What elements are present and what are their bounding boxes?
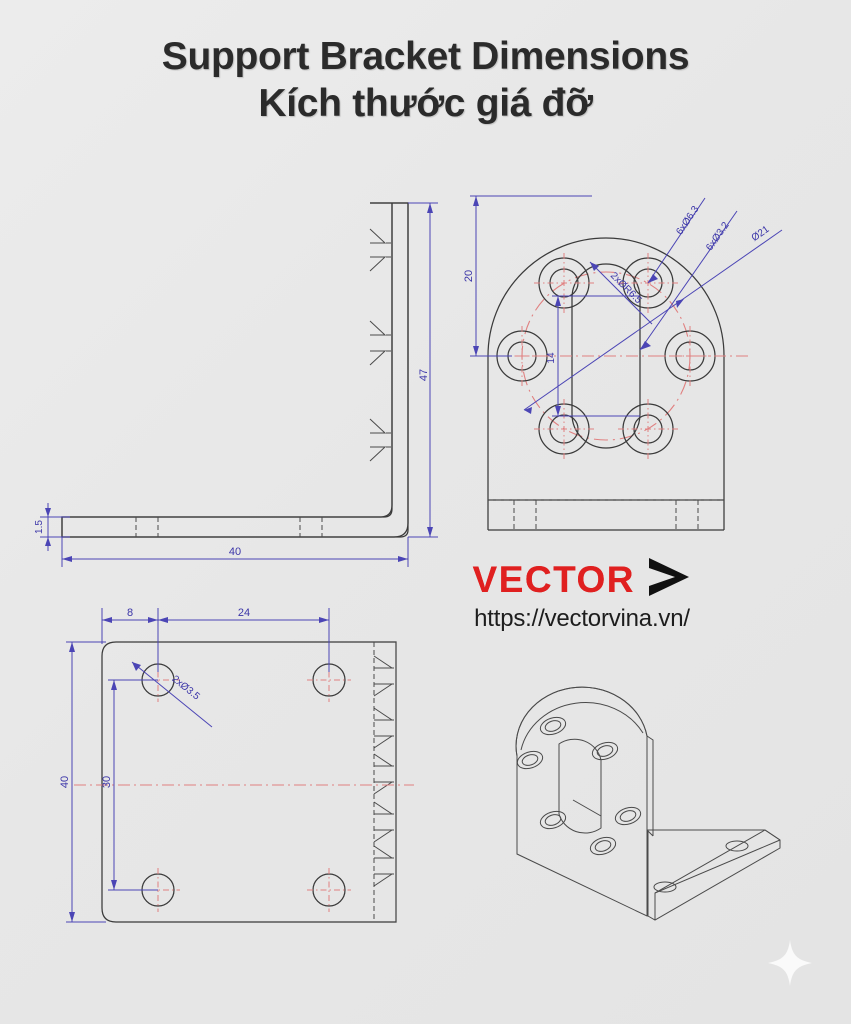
dim-label-mounting-hole: 2xØ3.5 xyxy=(170,674,202,703)
mounting-hole-group xyxy=(136,658,351,912)
dim-label-30: 30 xyxy=(101,776,113,788)
dim-label-40-side: 40 xyxy=(229,546,241,558)
brand-url: https://vectorvina.vn/ xyxy=(474,605,690,632)
dim-label-20: 20 xyxy=(463,270,475,282)
dim-label-8: 8 xyxy=(127,607,133,619)
side-view-drawing: 47 40 1.5 xyxy=(34,202,438,567)
dim-label-counterbore: 6xØ6.3 xyxy=(674,204,701,237)
iso-view-drawing xyxy=(515,686,781,921)
top-view-drawing: 8 24 40 30 2xØ3.5 xyxy=(59,607,414,923)
iso-hole-group xyxy=(516,716,642,856)
sparkle-icon xyxy=(767,939,813,992)
dim-label-1p5: 1.5 xyxy=(34,520,45,534)
dim-label-47: 47 xyxy=(418,369,430,381)
dim-label-24: 24 xyxy=(238,607,250,619)
title-line-english: Support Bracket Dimensions xyxy=(161,35,690,78)
dim-label-14: 14 xyxy=(546,352,557,364)
dim-label-40-top: 40 xyxy=(59,776,71,788)
brand-watermark: VECTOR https://vectorvina.vn/ xyxy=(437,556,727,633)
title-line-vietnamese: Kích thước giá đỡ xyxy=(258,82,593,125)
dim-label-throughhole: 6xØ3.2 xyxy=(704,220,732,253)
dim-label-bolt-circle: Ø21 xyxy=(750,224,772,244)
brand-name: VECTOR xyxy=(472,558,636,600)
chevron-right-icon xyxy=(645,556,691,603)
front-view-drawing: 20 14 2xØR6.5 6xØ6.3 6xØ3.2 Ø21 xyxy=(463,195,783,531)
page-title: Support Bracket Dimensions Kích thước gi… xyxy=(0,34,851,128)
